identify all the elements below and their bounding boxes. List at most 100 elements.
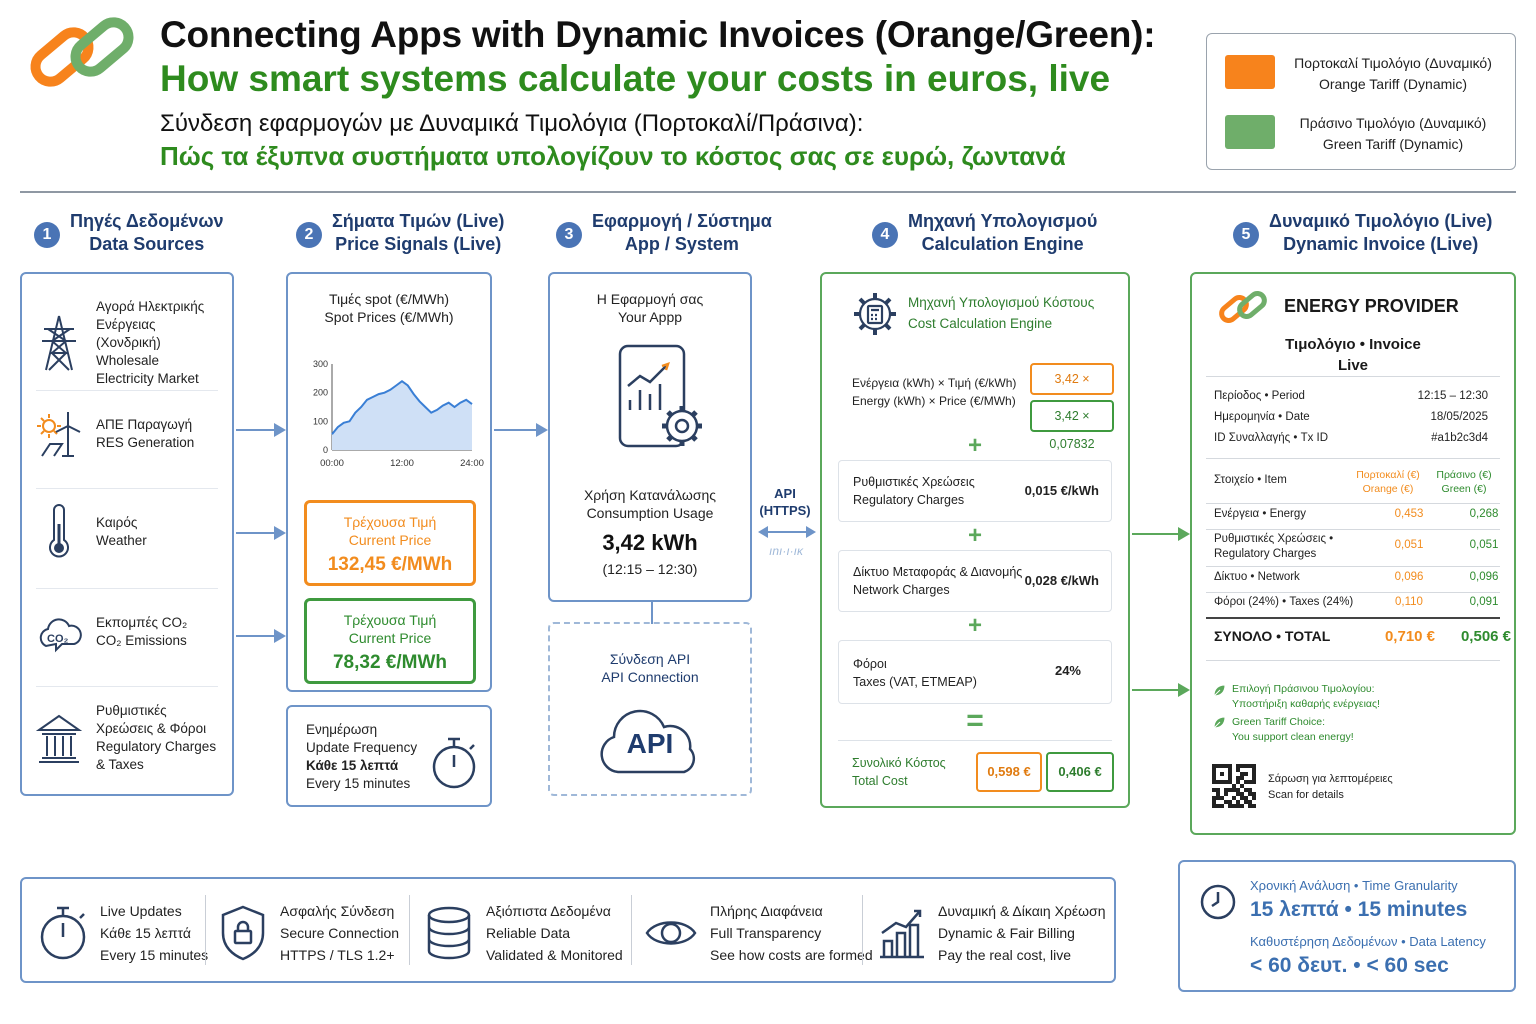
qr-module — [1248, 800, 1252, 804]
qr-module — [1236, 764, 1240, 768]
qr-module — [1228, 776, 1232, 780]
qr-module — [1252, 776, 1256, 780]
legend: Πορτοκαλί Τιμολόγιο (Δυναμικό)Orange Tar… — [1206, 33, 1516, 170]
qr-module — [1212, 764, 1216, 768]
qr-module — [1228, 768, 1232, 772]
leaf-icon — [1213, 684, 1226, 697]
arrow-connector — [494, 423, 548, 437]
bidirectional-arrow-icon — [758, 526, 816, 538]
api-cloud-label: API — [626, 728, 674, 759]
arrow-connector — [1132, 527, 1190, 541]
qr-module — [1216, 804, 1220, 808]
qr-module — [1244, 780, 1248, 784]
qr-module — [1240, 804, 1244, 808]
spot-price-line — [331, 379, 473, 435]
features-bar — [20, 877, 1116, 983]
qr-module — [1216, 792, 1220, 796]
x-tick-label: 00:00 — [320, 458, 344, 469]
invoice-col-green: Πράσινο (€)Green (€) — [1436, 469, 1492, 495]
y-tick-label: 100 — [313, 416, 328, 426]
green-current-price-box: Τρέχουσα Τιμή Current Price 78,32 €/MWh — [304, 598, 476, 684]
qr-module — [1212, 804, 1216, 808]
qr-module — [1232, 796, 1236, 800]
qr-module — [1212, 776, 1216, 780]
divider — [409, 895, 410, 965]
government-building-icon — [36, 714, 82, 763]
qr-module — [1252, 796, 1256, 800]
arrow-connector — [1132, 683, 1190, 697]
orange-current-price-box: Τρέχουσα Τιμή Current Price 132,45 €/MWh — [304, 500, 476, 586]
y-tick-label: 0 — [323, 445, 328, 455]
qr-module — [1224, 780, 1228, 784]
total-orange-chip: 0,598 € — [976, 752, 1042, 792]
qr-module — [1220, 764, 1224, 768]
thermometer-icon — [49, 504, 69, 558]
qr-module — [1224, 764, 1228, 768]
qr-module — [1236, 780, 1240, 784]
price-signals-panel: Τιμές spot (€/MWh)Spot Prices (€/MWh) 0 1… — [286, 272, 492, 692]
qr-module — [1236, 804, 1240, 808]
step-number: 2 — [296, 222, 322, 248]
qr-module — [1252, 804, 1256, 808]
qr-module — [1236, 788, 1240, 792]
granularity-label: Χρονική Ανάλυση • Time Granularity — [1250, 878, 1458, 893]
qr-module — [1228, 788, 1232, 792]
bar-chart-icon — [880, 909, 924, 959]
qr-module — [1216, 796, 1220, 800]
qr-module — [1244, 796, 1248, 800]
qr-module — [1212, 780, 1216, 784]
shield-lock-icon — [221, 905, 265, 961]
qr-module — [1232, 788, 1236, 792]
green-choice-el: Επιλογή Πράσινου Τιμολογίου:Υποστήριξη κ… — [1232, 683, 1380, 710]
update-frequency-box: Ενημέρωση Update Frequency Κάθε 15 λεπτά… — [286, 705, 492, 807]
qr-module — [1240, 796, 1244, 800]
qr-module — [1236, 776, 1240, 780]
subtitle-el: Πώς τα έξυπνα συστήματα υπολογίζουν το κ… — [160, 141, 1066, 171]
qr-module — [1216, 764, 1220, 768]
arrow-connector — [236, 629, 286, 643]
power-tower-icon — [42, 315, 76, 371]
eye-icon — [645, 921, 697, 945]
invoice-col-item: Στοιχείο • Item — [1214, 474, 1287, 486]
qr-module — [1212, 772, 1216, 776]
sun-wind-icon — [37, 412, 81, 457]
invoice-row-regulatory: Ρυθμιστικές Χρεώσεις •Regulatory Charges… — [1214, 533, 1499, 560]
leaf-icon — [1213, 716, 1226, 729]
legend-orange-swatch — [1225, 55, 1275, 89]
data-sources-panel: Αγορά Ηλεκτρικής Ενέργειας (Χονδρική)Who… — [20, 272, 234, 796]
qr-module — [1248, 804, 1252, 808]
y-tick-label: 200 — [313, 388, 328, 398]
qr-module — [1216, 788, 1220, 792]
spot-chart-title: Τιμές spot (€/MWh)Spot Prices (€/MWh) — [324, 291, 454, 325]
qr-module — [1240, 772, 1244, 776]
qr-code-icon[interactable] — [1212, 764, 1256, 808]
qr-module — [1216, 780, 1220, 784]
source-wholesale-market: Αγορά Ηλεκτρικής Ενέργειας (Χονδρική)Who… — [36, 298, 218, 388]
step-number: 5 — [1233, 222, 1259, 248]
arrow-connector — [236, 526, 286, 540]
provider-name: ENERGY PROVIDER — [1284, 296, 1459, 316]
qr-module — [1252, 768, 1256, 772]
svg-text:CO₂: CO₂ — [47, 633, 69, 645]
qr-module — [1212, 800, 1216, 804]
consumption-period: (12:15 – 12:30) — [602, 561, 698, 577]
api-glitch-text: ını·ı·ıĸ — [768, 544, 803, 558]
step-5-header: 5 Δυναμικό Τιμολόγιο (Live)Dynamic Invoi… — [1233, 210, 1492, 256]
arrow-connector — [236, 423, 286, 437]
